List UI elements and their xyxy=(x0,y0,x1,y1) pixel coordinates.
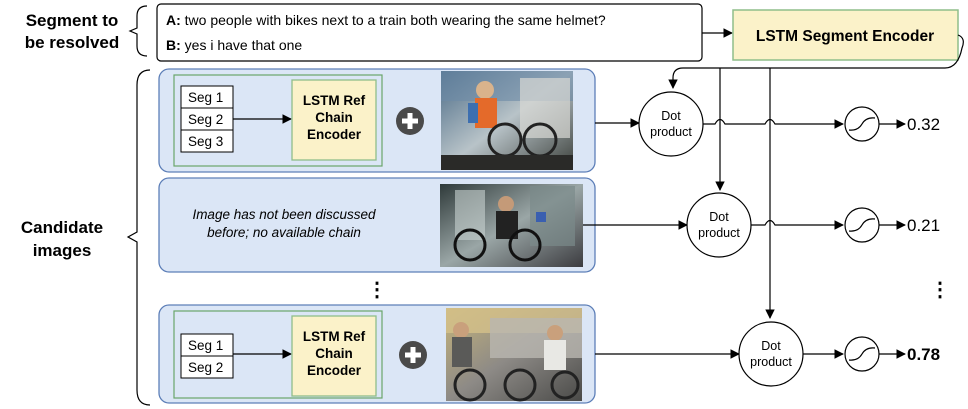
ref-chain-encoder-1 xyxy=(291,79,377,161)
dot-product-label: Dot xyxy=(709,210,729,224)
sigmoid-icon xyxy=(844,207,880,243)
seg-box xyxy=(180,355,234,379)
sigmoid-icon xyxy=(844,336,880,372)
ellipsis-left: ⋮ xyxy=(367,279,387,301)
plus-icon xyxy=(399,341,427,369)
no-chain-note-line2: before; no available chain xyxy=(207,225,361,240)
dot-product-node-3 xyxy=(738,321,804,387)
no-chain-note-line1: Image has not been discussed xyxy=(192,207,376,222)
ref-encoder-label: Encoder xyxy=(307,363,362,378)
segment-encoder-label: LSTM Segment Encoder xyxy=(756,28,934,45)
candidate-brace xyxy=(126,69,151,406)
candidate-label-line1: Candidate xyxy=(21,218,103,237)
ref-encoder-label: Chain xyxy=(315,110,353,125)
segment-brace xyxy=(128,5,148,57)
dot-product-label: Dot xyxy=(661,109,681,123)
ref-encoder-label: Chain xyxy=(315,346,353,361)
seg-box xyxy=(180,129,234,153)
ref-encoder-label: LSTM Ref xyxy=(303,329,366,344)
dialogue-line-a: A: two people with bikes next to a train… xyxy=(166,12,606,28)
candidate-image-2 xyxy=(440,184,583,267)
sigmoid-icon xyxy=(844,106,880,142)
plus-icon xyxy=(396,107,424,135)
utterance-a: two people with bikes next to a train bo… xyxy=(181,12,606,28)
speaker-a: A: xyxy=(166,12,181,28)
dot-product-node-2 xyxy=(686,192,752,258)
ref-encoder-label: LSTM Ref xyxy=(303,93,366,108)
encoder-to-dot1-arrow xyxy=(668,34,964,89)
ellipsis-right: ⋮ xyxy=(930,279,950,301)
seg-label: Seg 1 xyxy=(188,90,223,105)
seg-label: Seg 3 xyxy=(188,134,223,149)
speaker-b: B: xyxy=(166,37,181,53)
segment-label-line1: Segment to xyxy=(26,11,119,30)
ref-chain-frame-3 xyxy=(173,310,383,399)
score-2: 0.21 xyxy=(907,216,940,235)
seg-label: Seg 1 xyxy=(188,338,223,353)
ref-chain-encoder-3 xyxy=(291,315,377,397)
candidate-image-3 xyxy=(446,308,582,402)
ref-encoder-label: Encoder xyxy=(307,127,362,142)
seg-label: Seg 2 xyxy=(188,112,223,127)
dot-product-label: Dot xyxy=(761,339,781,353)
seg-label: Seg 2 xyxy=(188,360,223,375)
score-3: 0.78 xyxy=(907,345,940,364)
dot-product-node-1 xyxy=(638,91,704,157)
candidate-label-line2: images xyxy=(33,241,92,260)
utterance-b: yes i have that one xyxy=(181,37,303,53)
candidate-image-1 xyxy=(441,71,573,170)
segment-label-line2: be resolved xyxy=(25,33,120,52)
ref-chain-frame-1 xyxy=(173,74,383,167)
score-1: 0.32 xyxy=(907,115,940,134)
dot1-to-sigmoid-arrow xyxy=(703,118,844,129)
dot-product-label: product xyxy=(650,125,692,139)
dot-product-label: product xyxy=(698,226,740,240)
dot-product-label: product xyxy=(750,355,792,369)
segment-encoder-box xyxy=(732,9,959,61)
dot2-to-sigmoid-arrow xyxy=(751,219,844,230)
dialogue-line-b: B: yes i have that one xyxy=(166,37,302,53)
